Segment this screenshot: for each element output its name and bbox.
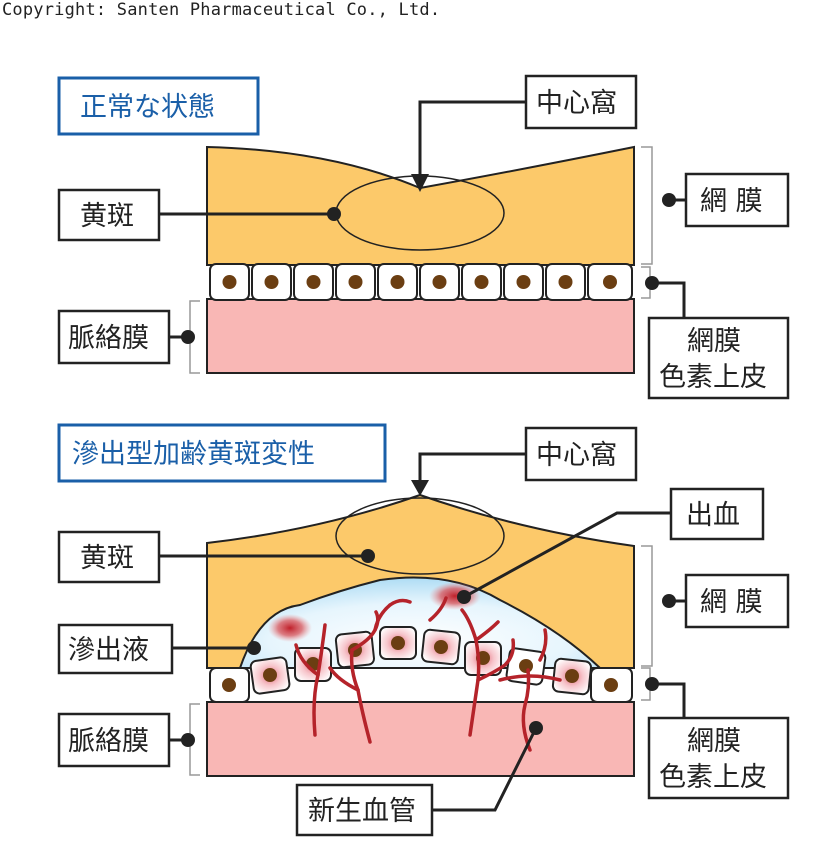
copyright-notice: Copyright: Santen Pharmaceutical Co., Lt…: [2, 0, 441, 20]
normal-retina-label-box: [684, 172, 790, 228]
wet-retina-bracket: [641, 545, 653, 667]
normal-retina-bracket: [641, 146, 653, 265]
normal-choroid-label-box: [57, 309, 171, 365]
hemorrhage-label: 出血: [686, 500, 740, 531]
normal-choroid-label: 脈絡膜: [68, 323, 149, 354]
normal-rpe-label-line2: 色素上皮: [659, 362, 767, 393]
neovessels-label: 新生血管: [308, 796, 416, 827]
normal-macula-label-box: [57, 188, 161, 242]
wet-retina-dot: [662, 594, 676, 608]
normal-macula-dot: [327, 207, 341, 221]
neovessels-dot: [529, 721, 543, 735]
normal-panel: 正常な状態 中心窩 黄斑: [57, 74, 790, 400]
hemorrhage-spot-center: [429, 582, 481, 610]
wet-rpe-label-box: [647, 716, 790, 800]
normal-rpe-leader: [652, 281, 686, 318]
wet-fovea-arrowhead: [411, 480, 429, 496]
normal-retina-label: 網 膜: [700, 186, 763, 217]
wet-amd-title: 滲出型加齢黄斑変性: [72, 439, 315, 470]
normal-macula-label: 黄斑: [80, 201, 134, 232]
wet-rpe-leader: [652, 682, 686, 718]
normal-rpe-label-box: [647, 316, 790, 400]
wet-choroid-layer: [206, 701, 635, 777]
normal-retina-dot: [662, 193, 676, 207]
normal-rpe-label-line1: 網膜: [687, 326, 741, 357]
wet-amd-title-box: [57, 423, 387, 483]
normal-fovea-label: 中心窩: [536, 88, 617, 119]
wet-rpe-label-line2: 色素上皮: [659, 762, 767, 793]
wet-fovea-arrow: [418, 452, 526, 484]
normal-fovea-arrow: [418, 100, 526, 180]
hemorrhage-dot: [457, 590, 471, 604]
wet-macula-label-box: [57, 530, 161, 584]
wet-retina-label: 網 膜: [700, 587, 763, 618]
wet-amd-panel: 滲出型加齢黄斑変性: [57, 423, 790, 837]
exudate-label-box: [57, 623, 174, 675]
hemorrhage-spot-left: [268, 614, 312, 642]
hemorrhage-leader: [463, 511, 671, 599]
normal-title: 正常な状態: [80, 92, 215, 123]
wet-choroid-label: 脈絡膜: [68, 726, 149, 757]
wet-macula-dot: [361, 549, 375, 563]
neovascular-vessels: [294, 596, 562, 752]
wet-retina-label-box: [684, 573, 790, 629]
wet-macula-label: 黄斑: [80, 543, 134, 574]
normal-choroid-layer: [206, 298, 635, 374]
wet-fovea-label-box: [524, 426, 638, 482]
wet-macula-region: [335, 497, 505, 575]
wet-exudate-region: [238, 576, 603, 669]
normal-retina-layer: [206, 145, 635, 266]
wet-rpe-label-line1: 網膜: [687, 726, 741, 757]
exudate-label: 滲出液: [68, 635, 149, 666]
wet-choroid-label-box: [57, 712, 171, 768]
normal-rpe-cells: [209, 263, 633, 301]
hemorrhage-label-box: [669, 487, 765, 541]
normal-title-box: [57, 76, 260, 136]
normal-fovea-arrowhead: [411, 174, 429, 192]
neovessels-leader: [432, 727, 538, 812]
wet-fovea-label: 中心窩: [536, 440, 617, 471]
exudate-dot: [247, 641, 261, 655]
